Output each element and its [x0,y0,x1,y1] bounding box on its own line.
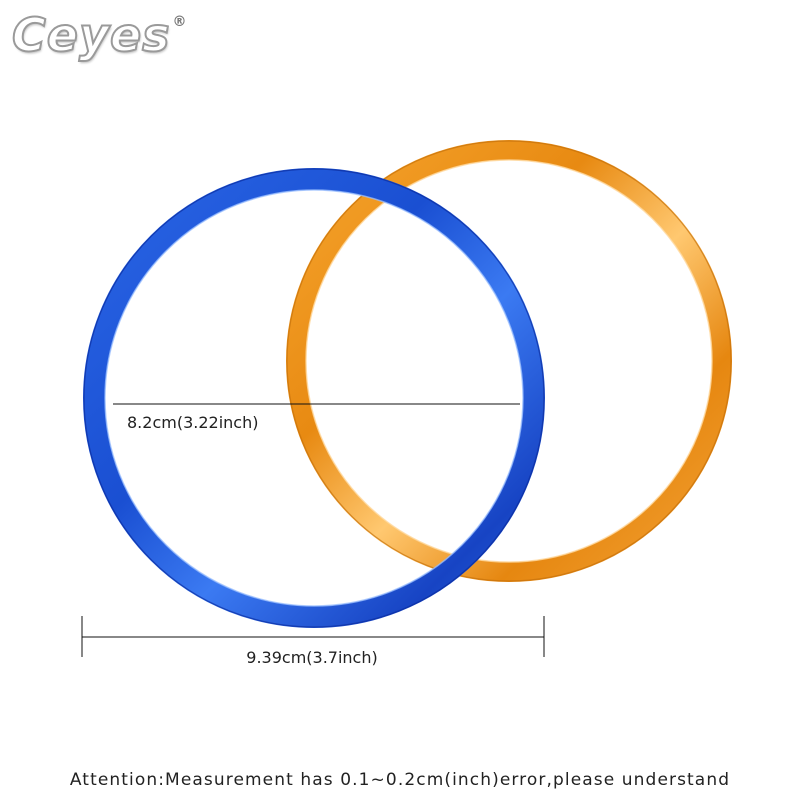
registered-mark: ® [172,14,188,30]
outer-dimension-line [81,616,545,657]
attention-note: Attention:Measurement has 0.1~0.2cm(inch… [69,770,731,790]
orange-ring [286,140,732,582]
brand-logo: Ceyes® [11,7,188,63]
outer-diameter-label: 9.39cm(3.7inch) [246,648,378,667]
blue-ring [83,168,545,628]
brand-logo-text: Ceyes [11,7,171,63]
inner-diameter-label: 8.2cm(3.22inch) [126,413,260,432]
